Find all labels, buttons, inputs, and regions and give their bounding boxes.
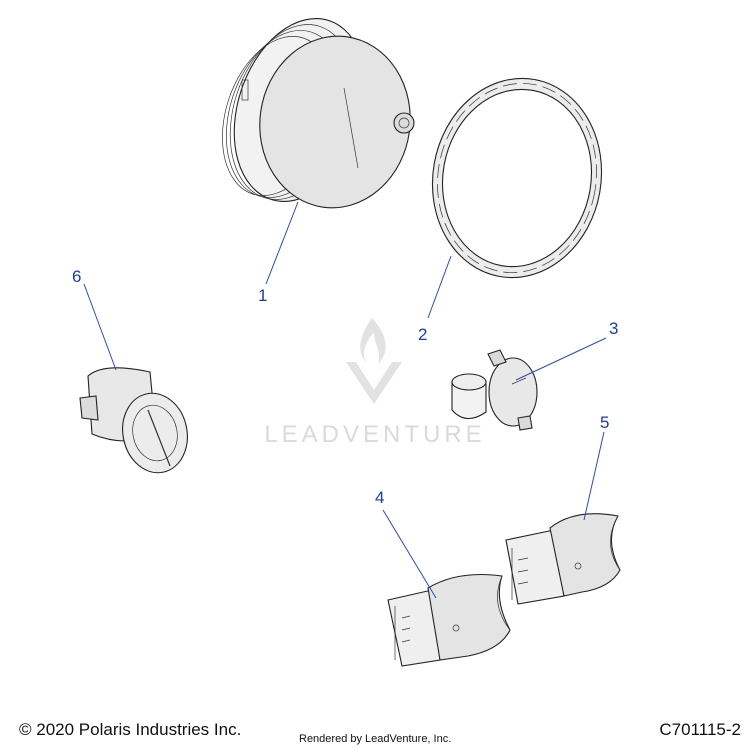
leader-3 — [515, 337, 607, 381]
callout-3: 3 — [609, 319, 618, 338]
part-4-switch — [387, 573, 511, 667]
callout-numbers: 1 2 3 4 5 6 — [72, 267, 618, 507]
part-1-headlight — [222, 18, 415, 209]
leader-lines — [83, 201, 607, 599]
callout-2: 2 — [418, 325, 427, 344]
callout-4: 4 — [375, 488, 384, 507]
leader-5 — [583, 431, 605, 521]
diagram-code: C701115-2 — [659, 720, 741, 739]
leader-4 — [382, 509, 437, 599]
part-5-switch — [505, 513, 621, 605]
part-6-ignition-switch — [79, 367, 188, 474]
copyright-text: © 2020 Polaris Industries Inc. — [19, 720, 242, 739]
part-2-trim-ring — [431, 77, 603, 279]
rendered-by-text: Rendered by LeadVenture, Inc. — [299, 733, 452, 745]
callout-1: 1 — [258, 286, 267, 305]
callout-6: 6 — [72, 267, 81, 286]
leader-2 — [427, 255, 452, 319]
watermark-text: LEADVENTURE — [264, 421, 485, 448]
part-3-bulb — [451, 349, 538, 431]
callout-5: 5 — [600, 413, 609, 432]
leader-1 — [265, 201, 299, 285]
leadventure-watermark: LEADVENTURE — [264, 318, 485, 448]
leader-6 — [83, 283, 117, 371]
